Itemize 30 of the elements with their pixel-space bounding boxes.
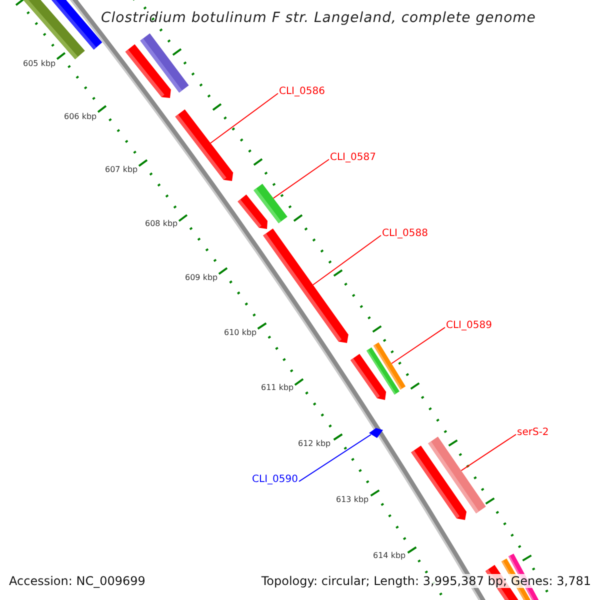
scale-label: 611 kbp — [261, 383, 294, 393]
gene-label: CLI_0586 — [279, 85, 325, 99]
scale-label: 606 kbp — [64, 112, 97, 122]
gene-block — [350, 354, 386, 400]
scale-label: 607 kbp — [105, 165, 138, 175]
gene-label: CLI_0587 — [330, 151, 376, 165]
accession-note: Accession: NC_009699 — [9, 574, 146, 588]
scale-label: 614 kbp — [373, 551, 406, 561]
leader-line — [312, 234, 382, 286]
scale-label: 612 kbp — [298, 439, 331, 449]
leader-line — [210, 92, 278, 144]
scale-label: 608 kbp — [145, 219, 178, 229]
gene-label: CLI_0589 — [446, 319, 492, 333]
scale-label: 613 kbp — [336, 495, 369, 505]
gene-block — [263, 228, 348, 343]
gene-block — [411, 446, 466, 520]
title: Clostridium botulinum F str. Langeland, complete genome — [101, 9, 536, 28]
gene-block — [238, 194, 268, 229]
genome-stats-note: Topology: circular; Length: 3,995,387 bp; Genes: 3,781 — [261, 574, 591, 588]
gene-label: CLI_0590 — [252, 473, 298, 487]
leader-line — [272, 158, 330, 199]
scale-label: 605 kbp — [23, 59, 56, 69]
scale-label: 609 kbp — [185, 273, 218, 283]
leader-line — [391, 326, 446, 364]
gene-block — [125, 44, 171, 98]
leader-line — [460, 434, 516, 472]
gene-label: CLI_0588 — [382, 227, 428, 241]
gene-marker — [369, 428, 383, 438]
leader-line — [298, 434, 372, 482]
gene-block — [175, 109, 234, 181]
